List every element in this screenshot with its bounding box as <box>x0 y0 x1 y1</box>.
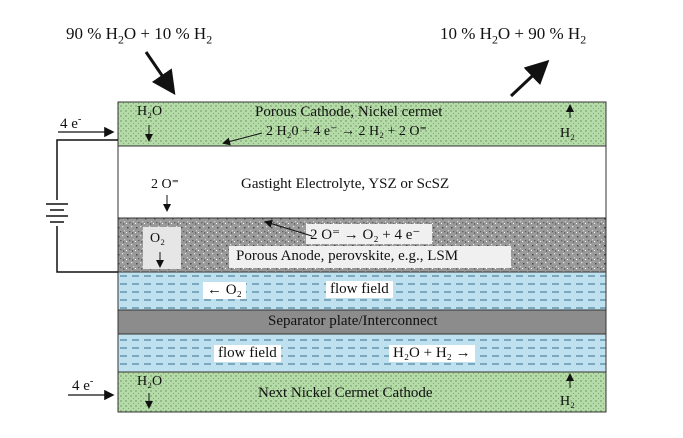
cathode-reaction: 2 H₂0 + 4 e⁻ → 2 H₂ + 2 O⁼ <box>266 124 427 139</box>
next-cathode-layer <box>117 371 607 413</box>
anode-reaction-box <box>306 224 432 244</box>
cathode-in-species: H₂O <box>137 104 163 119</box>
flow-field-top-flow: ← O₂ <box>203 282 246 299</box>
external-circuit-wire <box>56 139 118 273</box>
outlet-arrow <box>509 59 550 98</box>
flow-field-bottom-layer <box>117 333 607 373</box>
anode-reaction-pointer <box>264 219 313 237</box>
next-cathode-title: Next Nickel Cermet Cathode <box>258 385 433 401</box>
electrolyte-layer <box>117 145 607 219</box>
electrons-bottom-label: 4 e- <box>72 376 94 394</box>
anode-species: O₂ <box>150 231 165 246</box>
separator-label: Separator plate/Interconnect <box>268 313 438 329</box>
flow-field-top-label: flow field <box>326 281 393 298</box>
electrolyte-ion: 2 O⁼ <box>151 177 179 192</box>
electrons-top-label: 4 e- <box>60 114 82 132</box>
anode-reaction: 2 O⁼ → O₂ + 4 e⁻ <box>310 227 421 243</box>
anode-title-box <box>229 246 511 268</box>
cathode-title: Porous Cathode, Nickel cermet <box>255 104 443 120</box>
anode-title: Porous Anode, perovskite, e.g., LSM <box>236 248 459 264</box>
inlet-arrow <box>144 51 176 95</box>
cathode-layer <box>117 101 607 147</box>
outlet-gas-label: 10 % H2O + 90 % H2 <box>440 24 587 47</box>
next-cathode-in-species: H₂O <box>137 374 163 389</box>
cathode-reaction-pointer <box>222 132 263 146</box>
flow-field-bottom-flow: H₂O + H₂ → <box>389 345 475 362</box>
next-cathode-out-species: H₂ <box>560 394 575 409</box>
flow-field-bottom-label: flow field <box>214 345 281 362</box>
cathode-out-species: H₂ <box>560 126 575 141</box>
battery-gap <box>49 200 65 226</box>
electrolyte-title: Gastight Electrolyte, YSZ or ScSZ <box>241 176 450 192</box>
inlet-gas-label: 90 % H2O + 10 % H2 <box>66 24 213 47</box>
